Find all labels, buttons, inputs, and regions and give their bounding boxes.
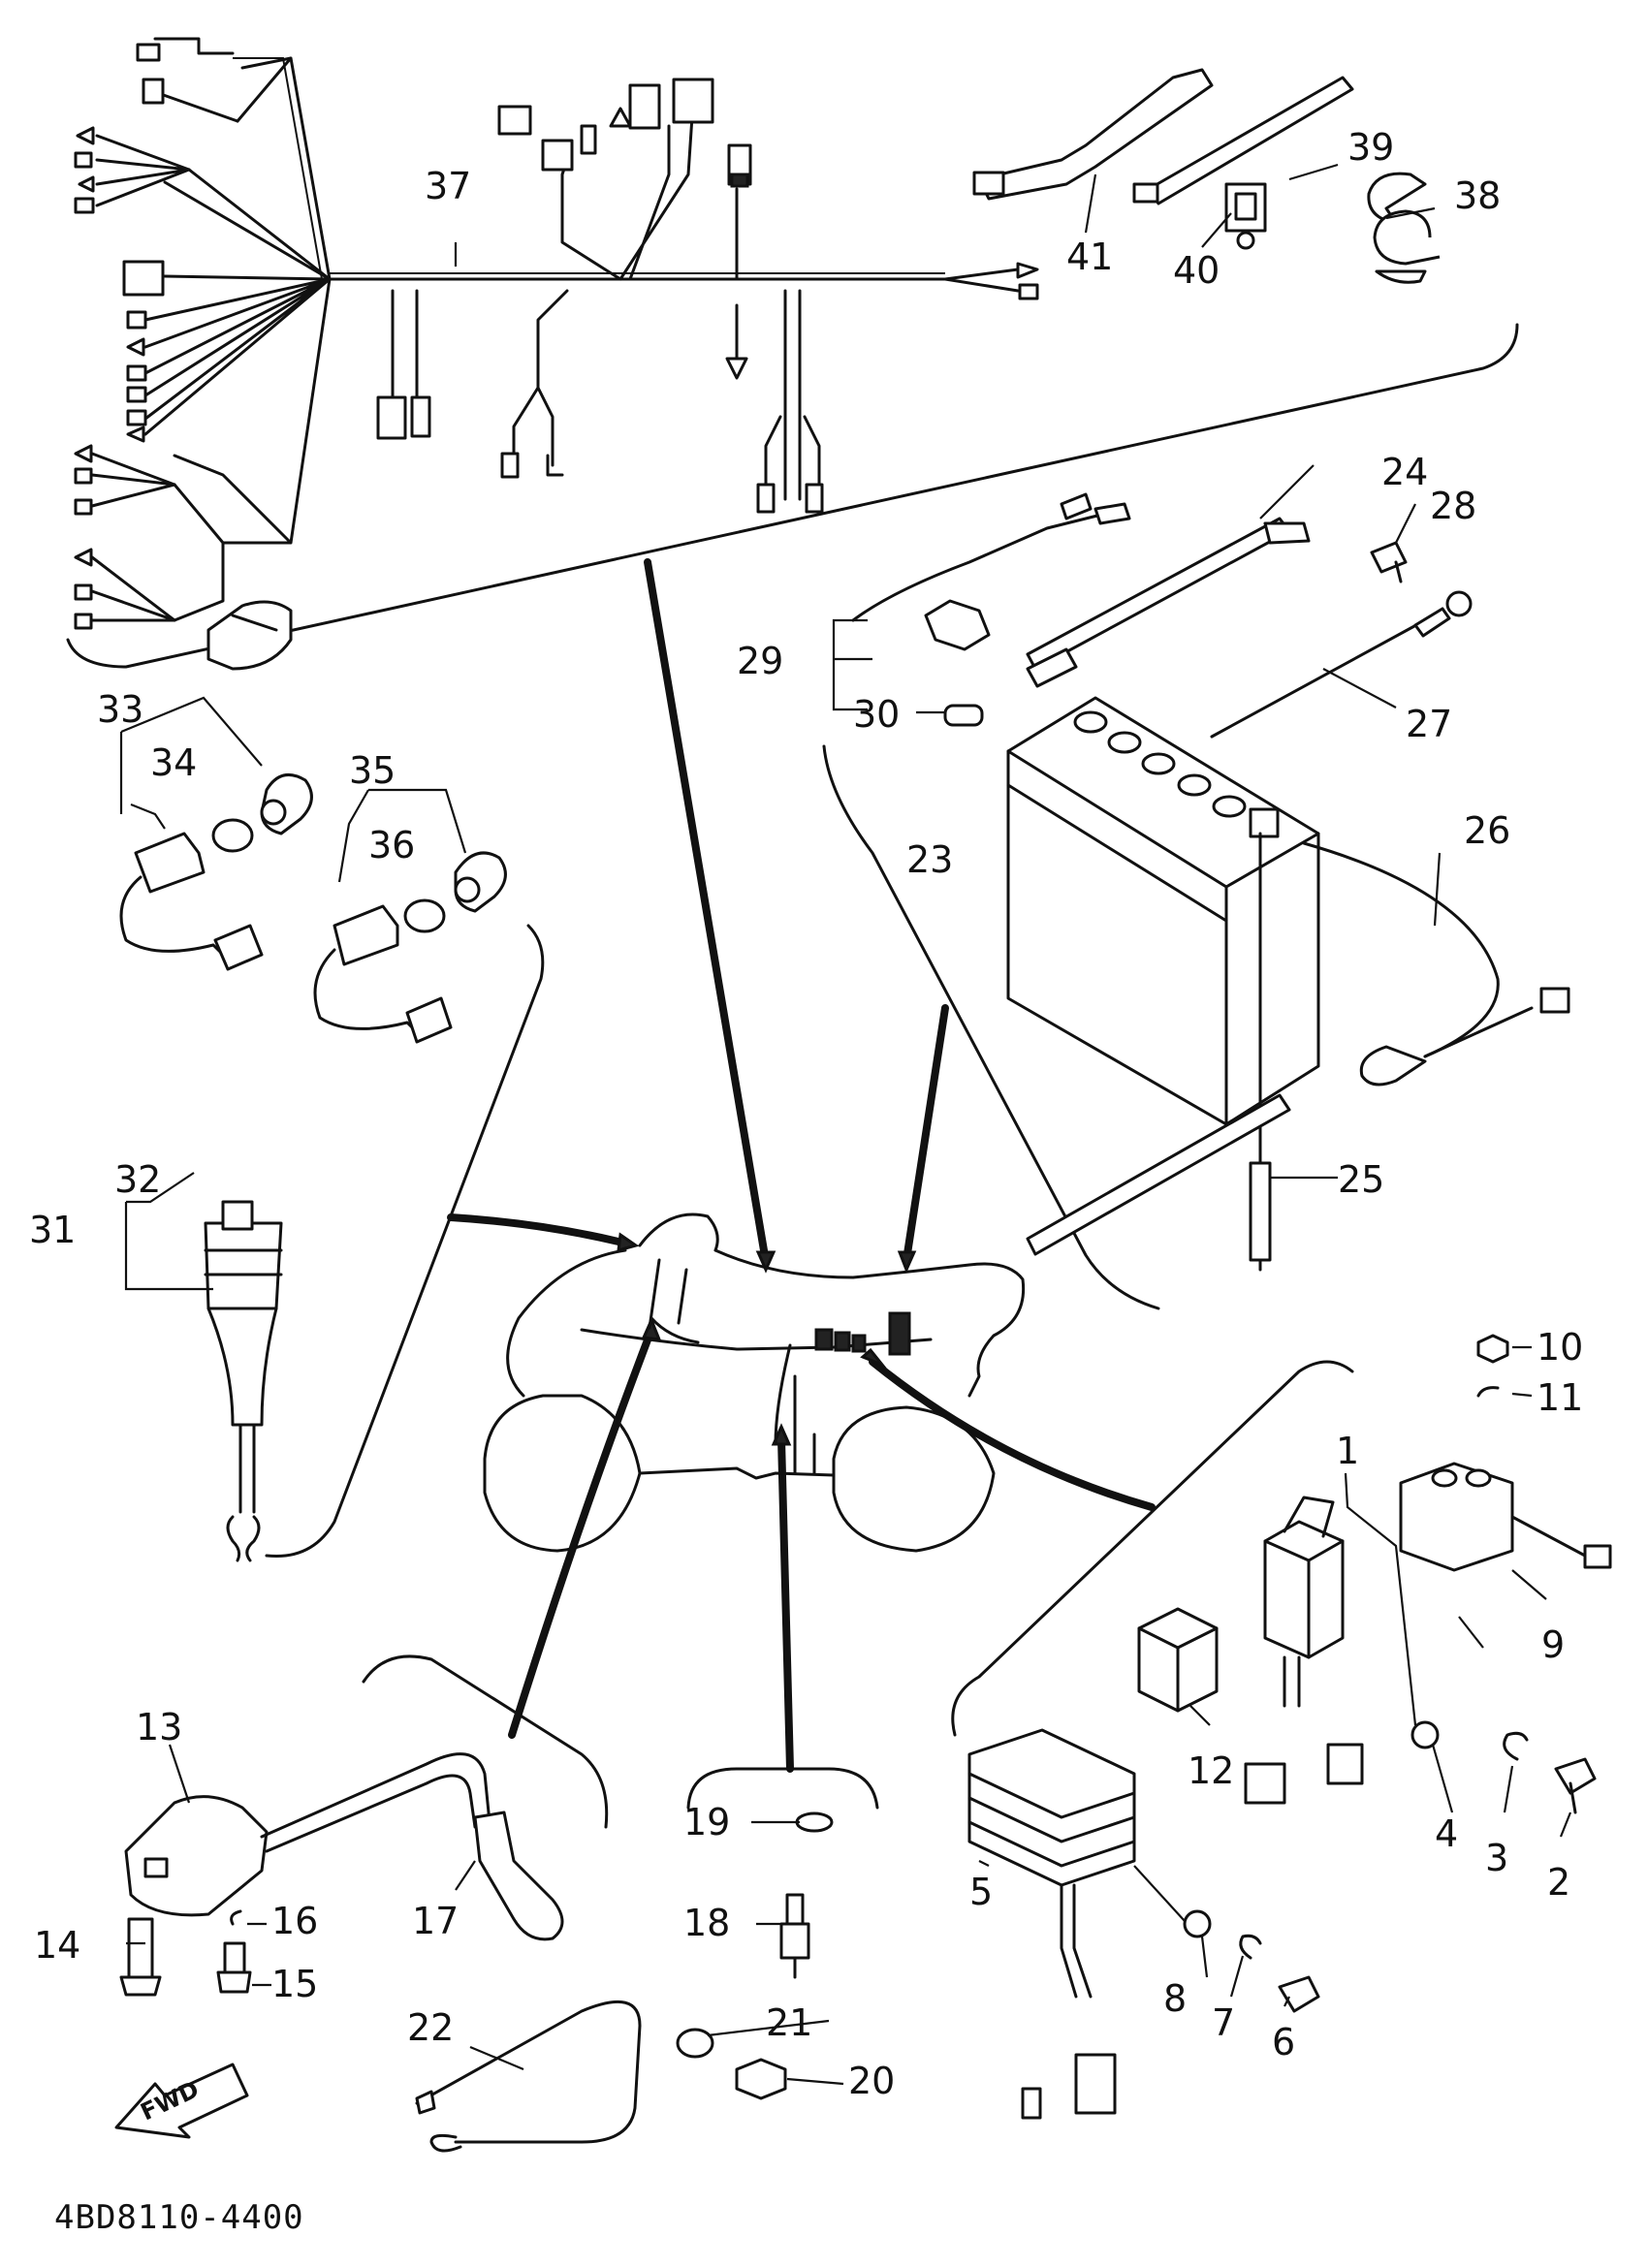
sensor-section-boundary [265,924,545,1559]
ignition-section-boundary [362,1654,609,1829]
callout-33: 33 [97,688,143,731]
callout-24: 24 [1381,451,1428,493]
ignition-coil-13 [124,1752,491,1917]
spark-plug-18 [779,1893,810,1979]
fuse-holder-29 [851,492,1131,651]
pointer-electronics [869,1358,1156,1511]
callout-22: 22 [407,2006,454,2049]
fwd-arrow: FWD [114,2063,249,2139]
callout-20: 20 [848,2060,895,2102]
cable-band-40 [1132,76,1354,205]
callout-17: 17 [412,1900,459,1942]
negative-cable-27 [1210,590,1473,739]
callout-3: 3 [1485,1837,1508,1879]
pointer-plug [777,1435,794,1773]
battery-section-boundary [822,744,1160,1310]
callout-38: 38 [1454,174,1501,217]
callout-5: 5 [969,1871,993,1913]
pointer-sensors [447,1213,626,1246]
motorcycle-silhouette [483,1213,1026,1553]
electronics-section-boundary [951,1360,1354,1737]
callout-39: 39 [1347,126,1394,169]
bolt-28 [1370,541,1408,583]
pointer-ignition [508,1326,655,1739]
clamp-38 [1367,172,1441,284]
callout-26: 26 [1464,809,1510,852]
callout-13: 13 [136,1706,182,1748]
callout-28: 28 [1430,485,1476,527]
callout-35: 35 [349,749,396,792]
callout-11: 11 [1537,1376,1583,1419]
igniter-1 [1244,1496,1364,1805]
plug-section-boundary [686,1767,879,1810]
callout-9: 9 [1541,1623,1565,1666]
sensor-33-assembly [119,772,313,971]
plug-cap-17 [473,1811,564,1941]
relay-12 [1137,1607,1219,1713]
washers-19-21 [676,1811,834,2059]
hardware-small [1183,1334,1597,2013]
starter-relay-9 [1399,1462,1612,1572]
callout-15: 15 [271,1963,318,2005]
sensor-35-assembly [313,851,507,1044]
callout-29: 29 [737,640,783,682]
positive-cable-26 [1302,841,1570,1087]
callout-21: 21 [766,2001,812,2044]
callout-8: 8 [1163,1977,1187,2020]
callout-37: 37 [425,165,471,207]
diagram-code: 4BD8110-4400 [54,2198,304,2237]
callout-14: 14 [34,1924,80,1967]
callouts: 37 41 40 39 38 24 28 29 30 27 23 26 25 3… [29,126,1583,2102]
callout-40: 40 [1173,249,1220,292]
cable-tie-41 [972,68,1214,201]
harness-section-boundary [66,323,1519,669]
callout-23: 23 [906,838,953,881]
callout-7: 7 [1212,2001,1235,2044]
callout-18: 18 [683,1902,730,1944]
callout-2: 2 [1547,1861,1570,1904]
callout-4: 4 [1435,1812,1458,1855]
callout-6: 6 [1272,2021,1295,2063]
battery-23 [1006,696,1320,1272]
callout-34: 34 [150,741,197,784]
callout-31: 31 [29,1209,76,1251]
regulator-5 [967,1728,1136,2120]
battery-band-24 [1026,517,1311,1256]
callout-36: 36 [368,824,415,866]
callout-16: 16 [271,1900,318,1942]
callout-30: 30 [853,693,900,736]
pointer-harness [644,558,770,1266]
sensor-20 [735,2058,787,2100]
callout-19: 19 [683,1801,730,1843]
callout-41: 41 [1066,236,1113,278]
callout-32: 32 [114,1158,161,1201]
clamp-39 [1224,182,1267,250]
bolts-14-16 [119,1909,252,1997]
callout-25: 25 [1338,1158,1384,1201]
main-switch-assembly [204,600,293,1562]
callout-1: 1 [1336,1430,1359,1472]
callout-10: 10 [1537,1326,1583,1369]
pointer-battery [903,1004,949,1264]
callout-27: 27 [1406,703,1452,745]
cable-22 [415,2000,642,2153]
fuse-30 [943,704,984,727]
callout-12: 12 [1188,1749,1234,1792]
wire-harness [74,37,1039,630]
